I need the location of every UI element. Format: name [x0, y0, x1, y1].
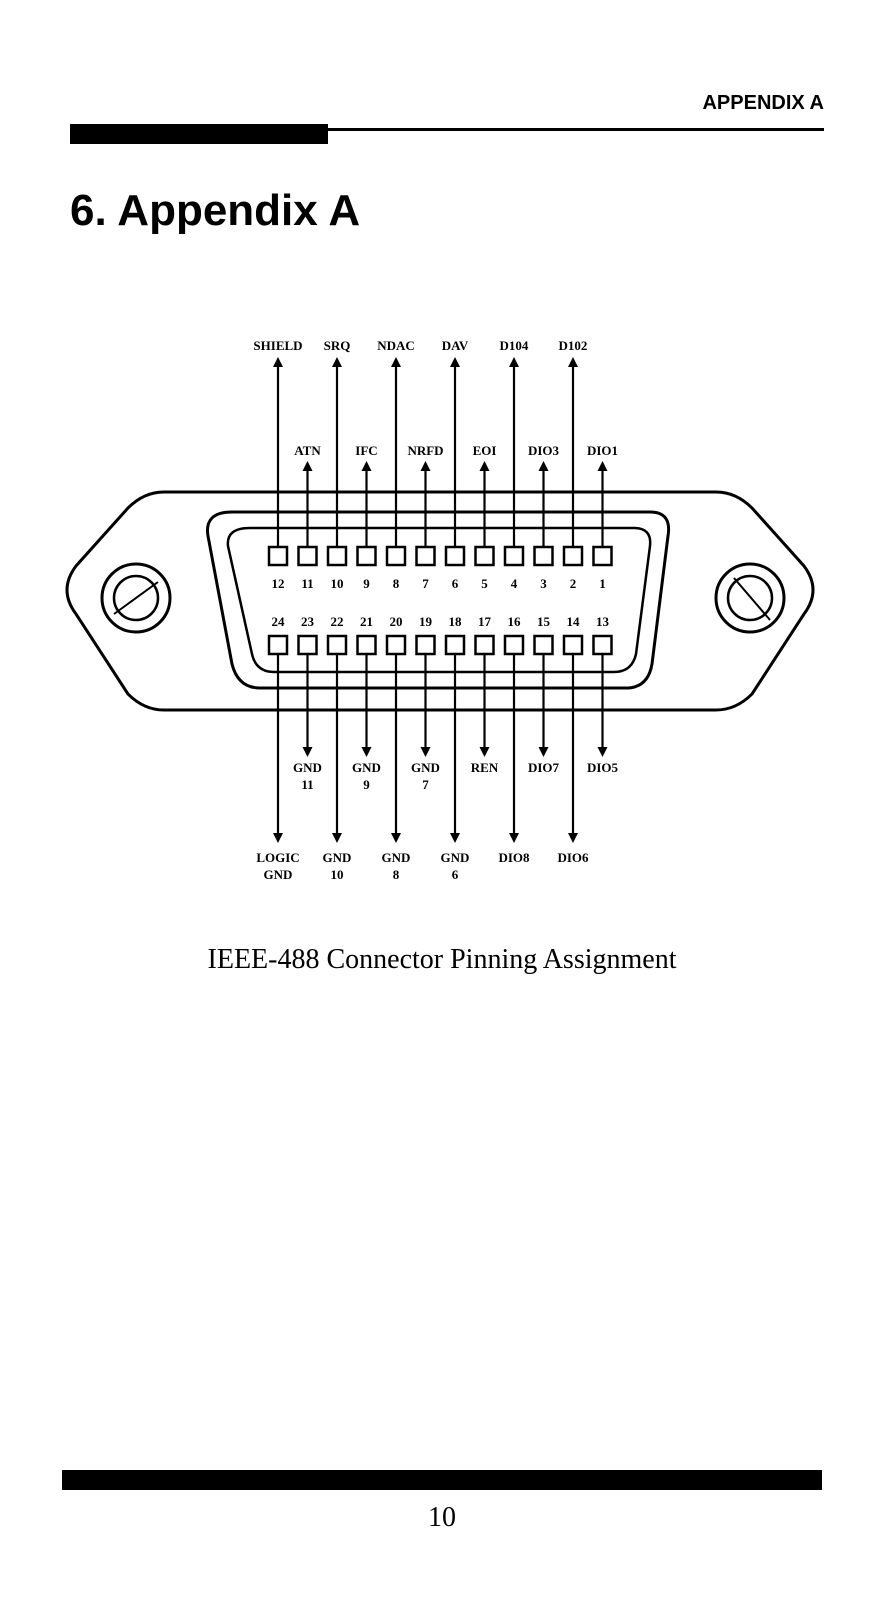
pin-array: [267, 545, 613, 656]
pin-number: 13: [596, 614, 610, 629]
signal-label-inner-bottom: GND: [411, 760, 440, 775]
page-number: 10: [428, 1502, 456, 1533]
pin-bottom: [592, 634, 613, 656]
pin-number: 22: [331, 614, 344, 629]
pin-bottom: [444, 634, 466, 656]
signal-label-outer-bottom: LOGIC: [256, 850, 299, 865]
signal-label-inner-top: DIO3: [528, 443, 560, 458]
pin-number: 18: [449, 614, 463, 629]
signal-label-outer-top: SRQ: [324, 338, 351, 353]
signal-label-outer-top: SHIELD: [253, 338, 302, 353]
signal-label-inner-top: IFC: [355, 443, 377, 458]
mounting-hole-left: [100, 562, 172, 634]
signal-label-outer-bottom: GND: [323, 850, 352, 865]
page-title: 6. Appendix A: [70, 186, 361, 235]
pin-bottom: [356, 634, 377, 656]
pin-number: 5: [481, 576, 488, 591]
signal-label-outer-top: DAV: [442, 338, 469, 353]
pin-top: [474, 545, 495, 567]
pin-number: 7: [422, 576, 429, 591]
pin-number: 24: [272, 614, 286, 629]
signal-label-inner-bottom: 7: [422, 777, 429, 792]
top-pin-numbers: 12 11 10 9 8 7 6 5 4 3 2 1: [272, 576, 606, 591]
pin-number: 2: [570, 576, 577, 591]
pin-number: 21: [360, 614, 373, 629]
pin-number: 12: [272, 576, 285, 591]
signal-label-outer-bottom: DIO8: [498, 850, 530, 865]
signal-label-inner-bottom: DIO7: [528, 760, 560, 775]
pin-number: 17: [478, 614, 492, 629]
signal-label-inner-bottom: GND: [352, 760, 381, 775]
pin-number: 15: [537, 614, 551, 629]
pin-bottom: [267, 634, 289, 656]
header-rule-thick: [70, 124, 328, 144]
pin-number: 16: [508, 614, 522, 629]
footer-rule: [62, 1470, 822, 1490]
signal-label-inner-bottom: DIO5: [587, 760, 619, 775]
signal-label-outer-bottom: DIO6: [557, 850, 589, 865]
pin-number: 4: [511, 576, 518, 591]
connector-insert-outer: [206, 510, 671, 690]
signal-label-outer-bottom: GND: [264, 867, 293, 882]
pin-top: [415, 545, 436, 567]
signal-label-outer-top: NDAC: [377, 338, 415, 353]
signal-label-inner-bottom: GND: [293, 760, 322, 775]
signal-label-outer-top: D104: [500, 338, 529, 353]
signal-label-inner-top: EOI: [473, 443, 497, 458]
pin-number: 19: [419, 614, 433, 629]
pin-top: [444, 545, 466, 567]
bottom-pin-numbers: 24 23 22 21 20 19 18 17 16 15 14 13: [272, 614, 610, 629]
signal-label-outer-bottom: GND: [441, 850, 470, 865]
pin-bottom: [415, 634, 436, 656]
signal-label-inner-top: NRFD: [407, 443, 443, 458]
signal-label-outer-bottom: 6: [452, 867, 459, 882]
pin-bottom: [533, 634, 554, 656]
pin-bottom: [326, 634, 348, 656]
pin-number: 8: [393, 576, 400, 591]
pin-number: 1: [599, 576, 606, 591]
pin-top: [356, 545, 377, 567]
pin-number: 23: [301, 614, 315, 629]
pin-top: [297, 545, 318, 567]
pin-number: 11: [301, 576, 313, 591]
pin-number: 6: [452, 576, 459, 591]
signal-label-inner-bottom: 9: [363, 777, 370, 792]
mounting-hole-right: [714, 562, 786, 634]
connector-shell: [65, 490, 815, 712]
pin-top: [267, 545, 289, 567]
signal-label-outer-bottom: GND: [382, 850, 411, 865]
pin-top: [326, 545, 348, 567]
pin-bottom: [562, 634, 584, 656]
signal-label-inner-bottom: REN: [471, 760, 499, 775]
pin-top: [503, 545, 525, 567]
pin-number: 9: [363, 576, 370, 591]
figure-caption: IEEE-488 Connector Pinning Assignment: [207, 944, 677, 975]
header-rule-thin: [328, 128, 824, 131]
pin-top: [533, 545, 554, 567]
pin-number: 14: [567, 614, 581, 629]
signal-label-inner-top: DIO1: [587, 443, 618, 458]
signal-leads: [273, 357, 608, 843]
signal-label-outer-bottom: 10: [331, 867, 344, 882]
pin-bottom: [474, 634, 495, 656]
pin-number: 20: [390, 614, 403, 629]
signal-label-outer-top: D102: [559, 338, 588, 353]
signal-label-inner-top: ATN: [294, 443, 321, 458]
pin-top: [385, 545, 407, 567]
running-head: APPENDIX A: [702, 92, 824, 114]
pin-number: 3: [540, 576, 547, 591]
connector-insert-inner: [226, 526, 652, 674]
pin-top: [562, 545, 584, 567]
signal-label-outer-bottom: 8: [393, 867, 400, 882]
pin-number: 10: [331, 576, 344, 591]
pin-bottom: [503, 634, 525, 656]
pin-top: [592, 545, 613, 567]
pin-bottom: [385, 634, 407, 656]
pin-bottom: [297, 634, 318, 656]
signal-label-inner-bottom: 11: [301, 777, 313, 792]
